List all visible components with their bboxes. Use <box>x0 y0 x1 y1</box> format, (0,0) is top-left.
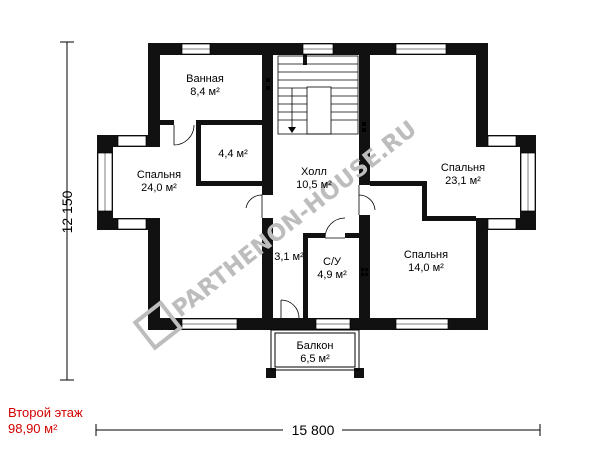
room-name: С/У <box>323 256 342 268</box>
room-wc: С/У 4,9 м² <box>317 256 347 281</box>
room-corridor: 3,1 м² <box>274 251 304 263</box>
interior-walls <box>160 55 476 318</box>
room-area: 24,0 м² <box>141 182 177 194</box>
room-name: Спальня <box>137 169 181 181</box>
room-closet: 4,4 м² <box>218 148 248 160</box>
height-dimension: 12 150 <box>59 190 75 233</box>
room-name: Балкон <box>297 340 334 352</box>
room-name: Спальня <box>404 249 448 261</box>
fixtures <box>266 78 368 276</box>
watermark: PARTHENON-HOUSE.RU <box>132 116 422 351</box>
room-area: 4,4 м² <box>218 148 248 160</box>
room-bedroom-right-top: Спальня 23,1 м² <box>441 162 485 187</box>
room-hall: Холл 10,5 м² <box>296 166 332 191</box>
room-area: 14,0 м² <box>408 262 444 274</box>
window-lines <box>104 48 529 325</box>
room-balcony: Балкон 6,5 м² <box>297 340 334 365</box>
room-area: 10,5 м² <box>296 179 332 191</box>
width-dimension: 15 800 <box>292 422 335 438</box>
room-name: Ванная <box>186 73 224 85</box>
room-bedroom-left: Спальня 24,0 м² <box>137 169 181 194</box>
watermark-logo-icon <box>132 299 184 351</box>
room-area: 6,5 м² <box>300 353 330 365</box>
floor-name: Второй этаж <box>8 405 83 420</box>
room-name: Спальня <box>441 162 485 174</box>
room-name: Холл <box>301 166 327 178</box>
floor-area: 98,90 м² <box>8 421 58 436</box>
stair-arrow-icon <box>288 127 296 133</box>
balcony-frame <box>270 329 360 371</box>
room-area: 4,9 м² <box>317 269 347 281</box>
watermark-text: PARTHENON-HOUSE.RU <box>168 116 422 323</box>
room-area: 23,1 м² <box>445 175 481 187</box>
room-area: 8,4 м² <box>190 86 220 98</box>
room-area: 3,1 м² <box>274 251 304 263</box>
room-bath: Ванная 8,4 м² <box>186 73 224 98</box>
room-bedroom-right-bottom: Спальня 14,0 м² <box>404 249 448 274</box>
staircase <box>277 55 359 135</box>
doors <box>173 124 376 319</box>
dimension-lines <box>60 41 541 436</box>
